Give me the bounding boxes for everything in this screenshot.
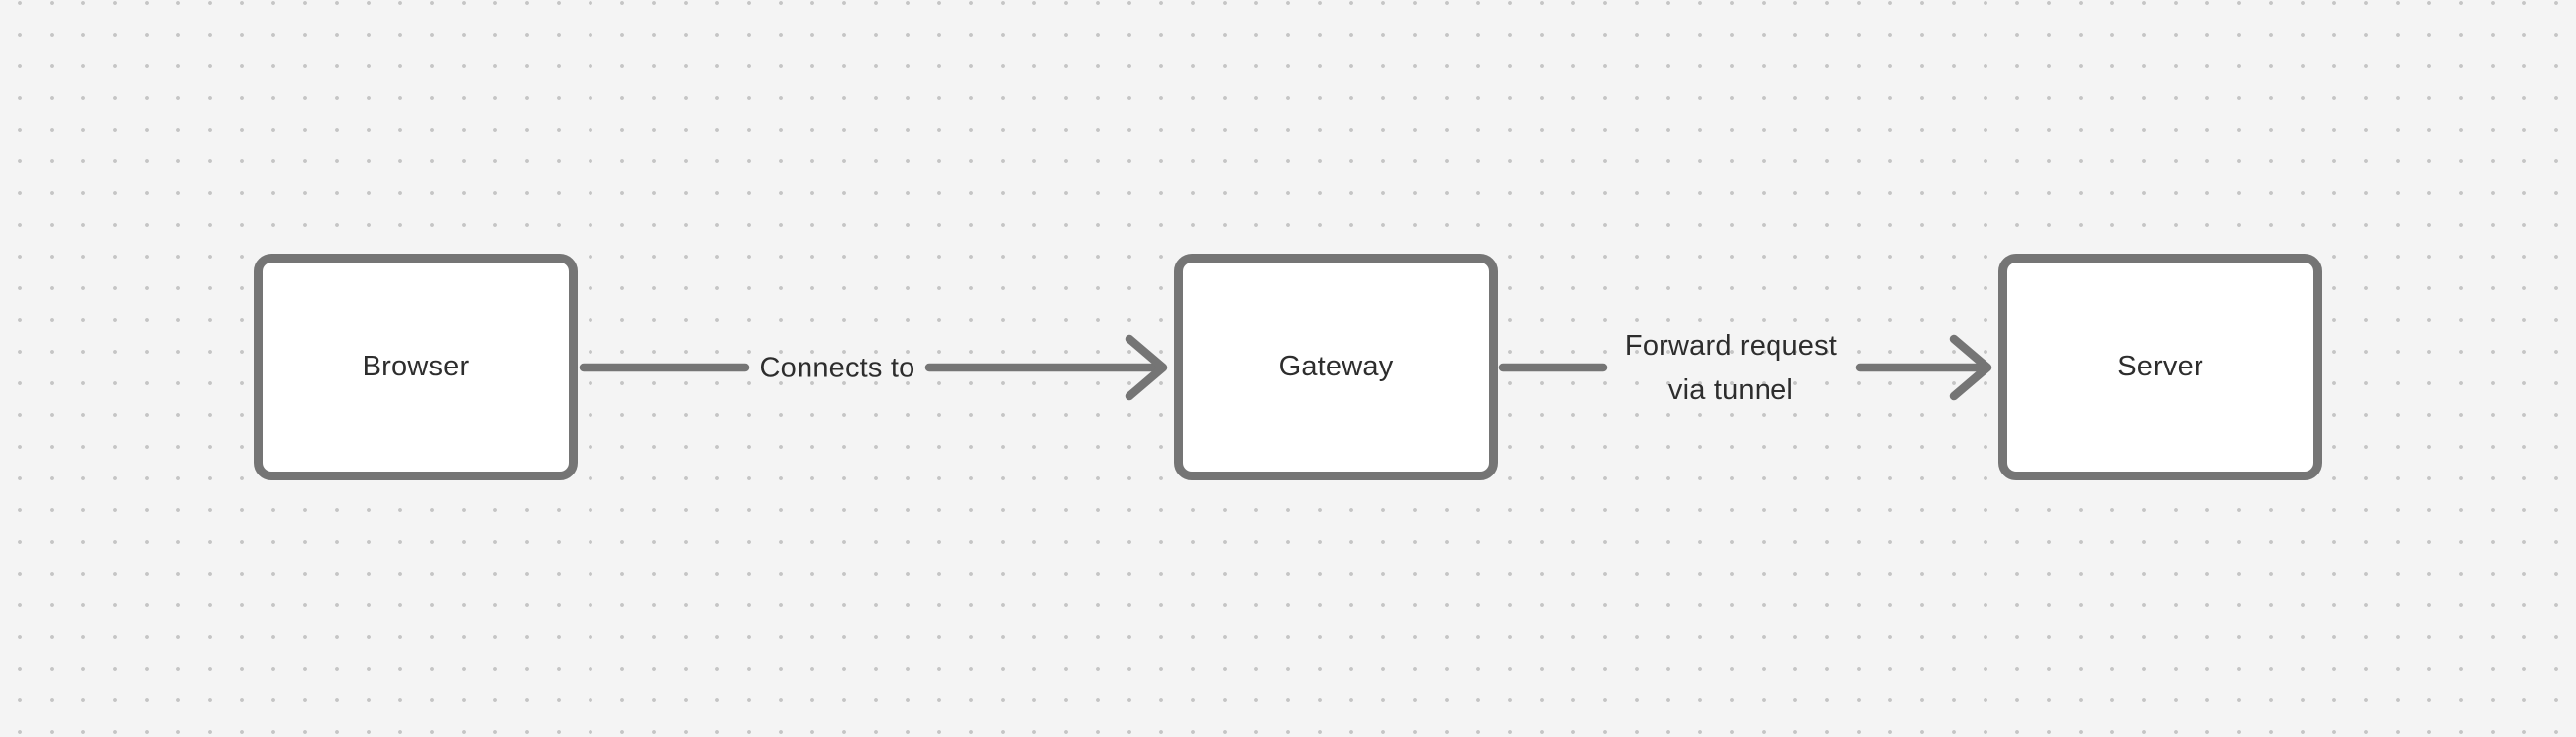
connector-browser-gateway-label[interactable]: Connects to bbox=[759, 352, 915, 384]
node-server-label: Server bbox=[2117, 351, 2203, 382]
arrowhead-icon bbox=[1949, 334, 1992, 401]
node-browser[interactable]: Browser bbox=[254, 254, 578, 480]
node-gateway-label: Gateway bbox=[1278, 351, 1394, 382]
node-server[interactable]: Server bbox=[1998, 254, 2322, 480]
node-gateway[interactable]: Gateway bbox=[1174, 254, 1498, 480]
node-browser-label: Browser bbox=[362, 351, 470, 382]
arrowhead-icon bbox=[1125, 334, 1168, 401]
connector-gateway-server-label[interactable]: Forward request via tunnel bbox=[1624, 330, 1838, 406]
